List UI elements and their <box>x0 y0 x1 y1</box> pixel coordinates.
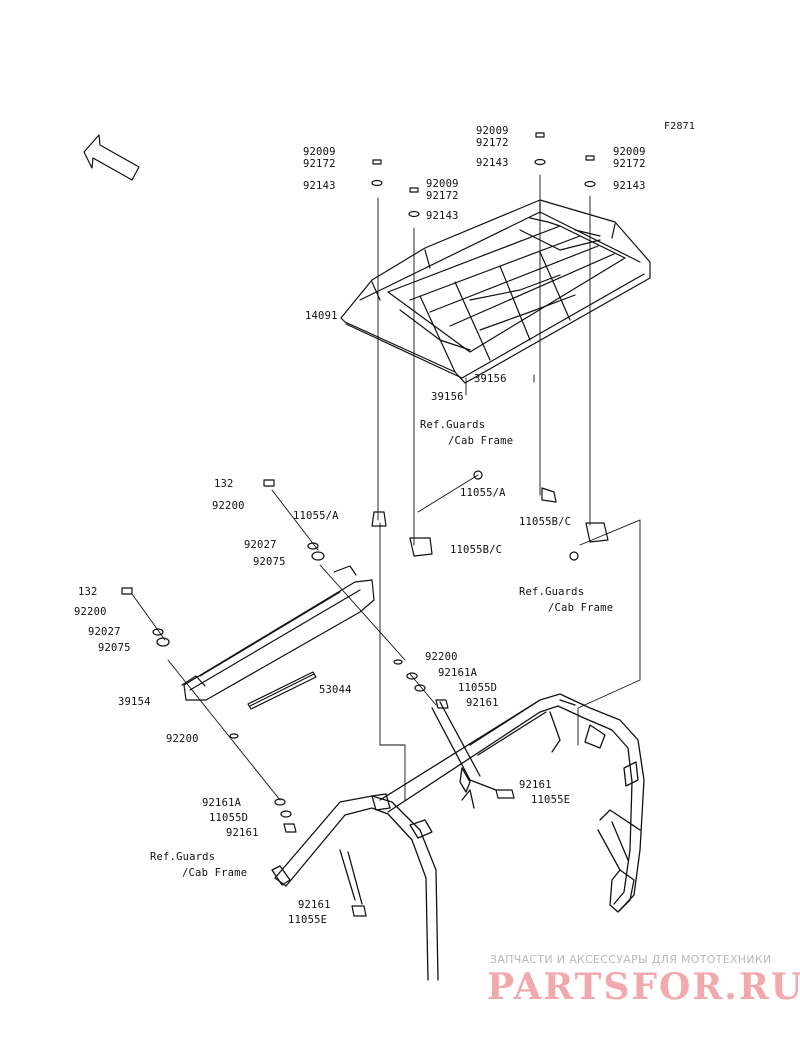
ref-guards-label: Ref.Guards <box>420 419 486 431</box>
part-label-92009: 92009 <box>303 146 336 158</box>
part-label-92200: 92200 <box>212 500 245 512</box>
ref-guards-label: Ref.Guards <box>150 851 216 863</box>
part-label-11055bc: 11055B/C <box>450 544 503 556</box>
part-label-92161: 92161 <box>226 827 259 839</box>
part-label-11055a: 11055/A <box>460 487 506 499</box>
cab-frame <box>271 693 645 981</box>
part-label-11055e: 11055E <box>288 914 328 926</box>
figure-code: F2871 <box>664 121 696 132</box>
ref-cab-frame-label: /Cab Frame <box>182 867 248 879</box>
part-label-92027: 92027 <box>88 626 121 638</box>
part-label-92143: 92143 <box>476 157 509 169</box>
seal-strip <box>247 671 317 710</box>
part-label-92009: 92009 <box>613 146 646 158</box>
part-label-92143: 92143 <box>426 210 459 222</box>
part-label-53044: 53044 <box>319 684 352 696</box>
roof-panel <box>340 199 651 384</box>
part-label-92143: 92143 <box>303 180 336 192</box>
part-label-92161a: 92161A <box>438 667 478 679</box>
part-label-92200: 92200 <box>166 733 199 745</box>
part-label-92143: 92143 <box>613 180 646 192</box>
part-label-11055a: 11055/A <box>293 510 339 522</box>
part-label-92009: 92009 <box>426 178 459 190</box>
part-label-92200: 92200 <box>425 651 458 663</box>
part-label-92172: 92172 <box>613 158 646 170</box>
part-label-39154: 39154 <box>118 696 151 708</box>
clamps-11055 <box>371 470 609 561</box>
part-label-92161: 92161 <box>519 779 552 791</box>
watermark-tagline: ЗАПЧАСТИ И АКСЕССУАРЫ ДЛЯ МОТОТЕХНИКИ <box>490 953 772 966</box>
part-label-92161: 92161 <box>298 899 331 911</box>
roof-bolts <box>371 132 596 218</box>
part-label-92200: 92200 <box>74 606 107 618</box>
small-fasteners <box>121 479 515 917</box>
part-label-132: 132 <box>78 586 98 598</box>
ref-cab-frame-label: /Cab Frame <box>548 602 614 614</box>
part-label-11055e: 11055E <box>531 794 571 806</box>
watermark-logo: PARTSFOR.RU <box>487 966 800 1008</box>
part-label-92161a: 92161A <box>202 797 242 809</box>
part-label-92172: 92172 <box>303 158 336 170</box>
part-label-11055bc: 11055B/C <box>519 516 572 528</box>
part-label-92161: 92161 <box>466 697 499 709</box>
part-label-14091: 14091 <box>305 310 338 322</box>
part-label-92009: 92009 <box>476 125 509 137</box>
part-label-132: 132 <box>214 478 234 490</box>
part-label-92075: 92075 <box>98 642 131 654</box>
front-arrow-icon <box>83 134 140 181</box>
part-label-92075: 92075 <box>253 556 286 568</box>
ref-cab-frame-label: /Cab Frame <box>448 435 514 447</box>
ref-guards-label: Ref.Guards <box>519 586 585 598</box>
part-label-39156: 39156 <box>431 391 464 403</box>
part-label-92027: 92027 <box>244 539 277 551</box>
part-label-92172: 92172 <box>476 137 509 149</box>
part-label-92172: 92172 <box>426 190 459 202</box>
part-label-39156: 39156 <box>474 373 507 385</box>
part-label-11055d: 11055D <box>209 812 249 824</box>
part-label-11055d: 11055D <box>458 682 498 694</box>
front-visor <box>181 565 375 701</box>
